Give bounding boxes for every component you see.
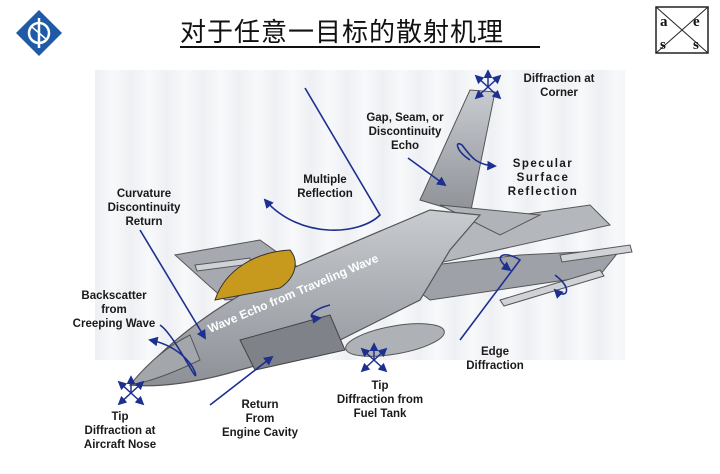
nose-cone [128, 334, 201, 386]
label-diffraction-corner: Diffraction at Corner [523, 73, 595, 99]
label-curvature: Curvature Discontinuity Return [107, 188, 181, 228]
label-specular: Specular Surface Reflection [507, 158, 579, 198]
aes-letter-e: e [693, 14, 700, 30]
label-backscatter: Backscatter from Creeping Wave [72, 290, 156, 330]
missile-right [499, 269, 605, 307]
ieee-logo-icon [16, 10, 62, 56]
burst-icon-fuel-tank [360, 342, 388, 373]
missile-wingtip [559, 244, 633, 263]
canopy [214, 249, 296, 301]
label-gap-seam: Gap, Seam, or Discontinuity Echo [366, 112, 444, 152]
arrow-multiple-reflection [263, 87, 382, 231]
arrow-gap-seam [407, 157, 447, 187]
arrow-edge-diffraction-2 [553, 274, 568, 299]
arrow-specular [456, 142, 497, 171]
arrow-traveling-wave [310, 304, 331, 324]
burst-icon-corner [474, 69, 502, 100]
arrow-curvature [139, 229, 206, 340]
aes-letter-s1: s [660, 37, 666, 53]
label-edge-diffraction: Edge Diffraction [466, 346, 524, 372]
label-return-engine: Return From Engine Cavity [221, 399, 299, 439]
arrow-edge-diffraction [459, 254, 522, 341]
label-tip-fuel-tank: Tip Diffraction from Fuel Tank [336, 380, 424, 420]
label-tip-nose: Tip Diffraction at Aircraft Nose [83, 411, 157, 451]
title-underline [180, 46, 540, 48]
burst-icon-nose [117, 375, 145, 406]
aes-letter-a: a [660, 14, 668, 30]
arrow-backscatter [148, 324, 197, 377]
label-multiple-reflection: Multiple Reflection [297, 174, 353, 200]
arrow-engine-cavity [209, 355, 274, 406]
page-title: 对于任意一目标的散射机理 [180, 18, 505, 48]
aes-letter-s2: s [693, 37, 699, 53]
aes-logo-icon: a e s s [655, 6, 709, 54]
